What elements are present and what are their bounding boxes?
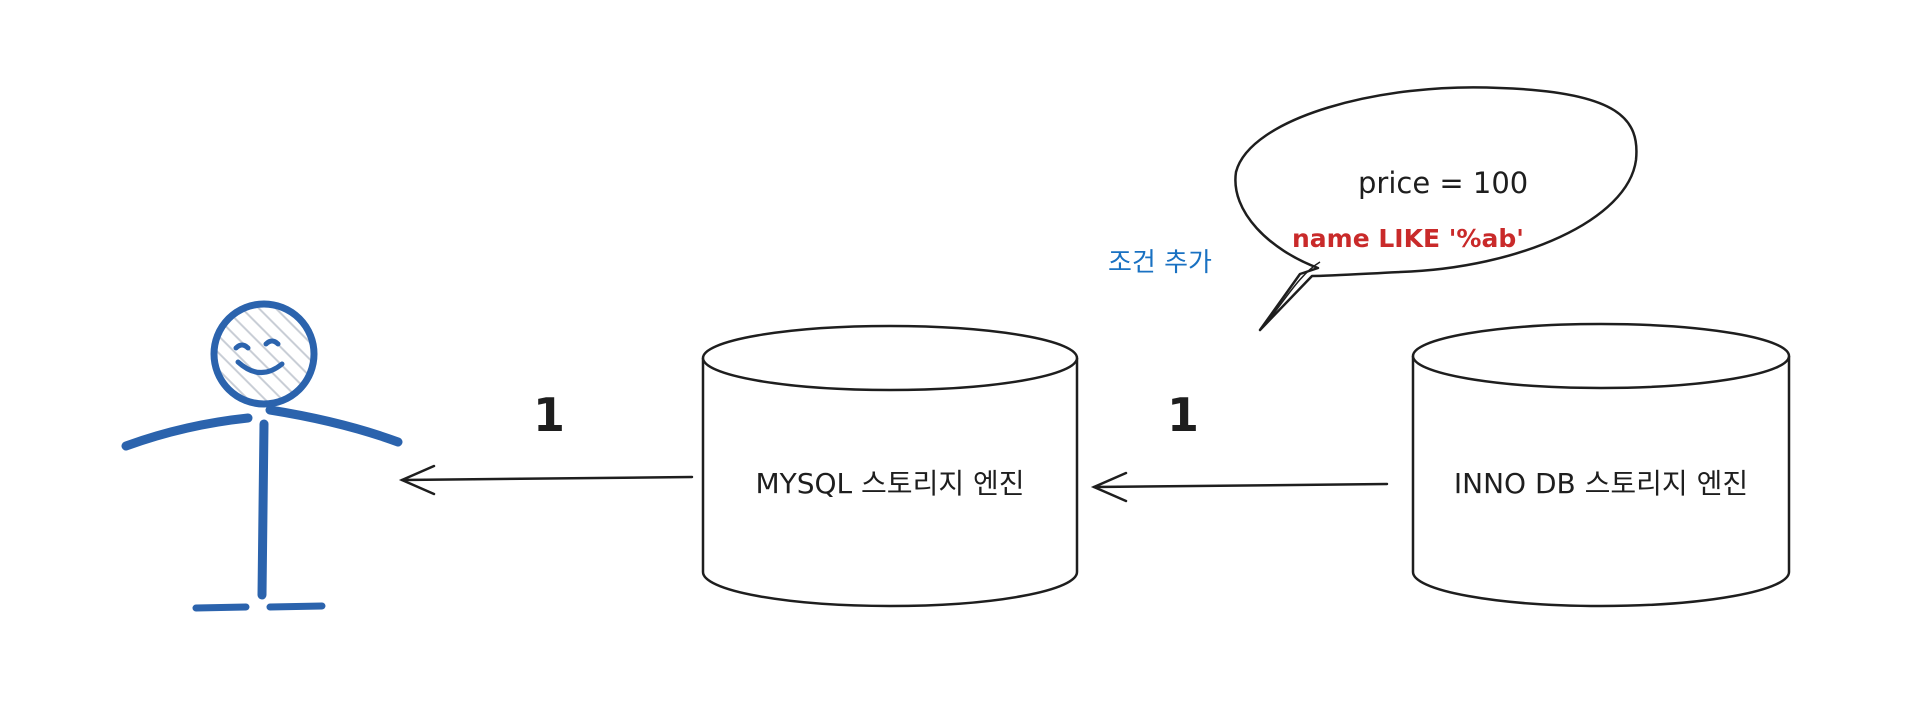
condition-added-note: 조건 추가: [1108, 248, 1212, 278]
innodb-cylinder-top: [1411, 322, 1791, 390]
mysql-cylinder-top: [701, 324, 1079, 392]
user-body: [257, 419, 269, 600]
innodb-cylinder-body: [1411, 356, 1791, 608]
user-right-arm: [265, 405, 403, 447]
condition-name-like: name LIKE '%ab': [1292, 224, 1524, 253]
mysql-engine-cylinder: [701, 324, 1079, 608]
condition-price: price = 100: [1358, 166, 1529, 200]
innodb-engine-label: INNO DB 스토리지 엔진: [1453, 467, 1749, 500]
mysql-cylinder-body: [701, 358, 1079, 608]
condition-speech-bubble: [1234, 86, 1638, 332]
arrow-mysql-to-user: [398, 464, 694, 496]
user-left-foot: [192, 603, 250, 612]
mysql-engine-label: MYSQL 스토리지 엔진: [755, 467, 1025, 500]
arrow-innodb-to-mysql: [1090, 471, 1389, 503]
innodb-engine-cylinder: [1411, 322, 1791, 608]
user-figure-icon: [121, 300, 403, 612]
user-head: [210, 300, 318, 408]
user-right-foot: [266, 602, 326, 611]
innodb-to-mysql-count: 1: [1167, 388, 1200, 442]
user-mouth: [235, 359, 285, 375]
user-left-arm: [121, 413, 253, 451]
user-right-eye: [263, 338, 281, 347]
mysql-to-user-count: 1: [533, 388, 566, 442]
user-left-eye: [233, 342, 251, 351]
